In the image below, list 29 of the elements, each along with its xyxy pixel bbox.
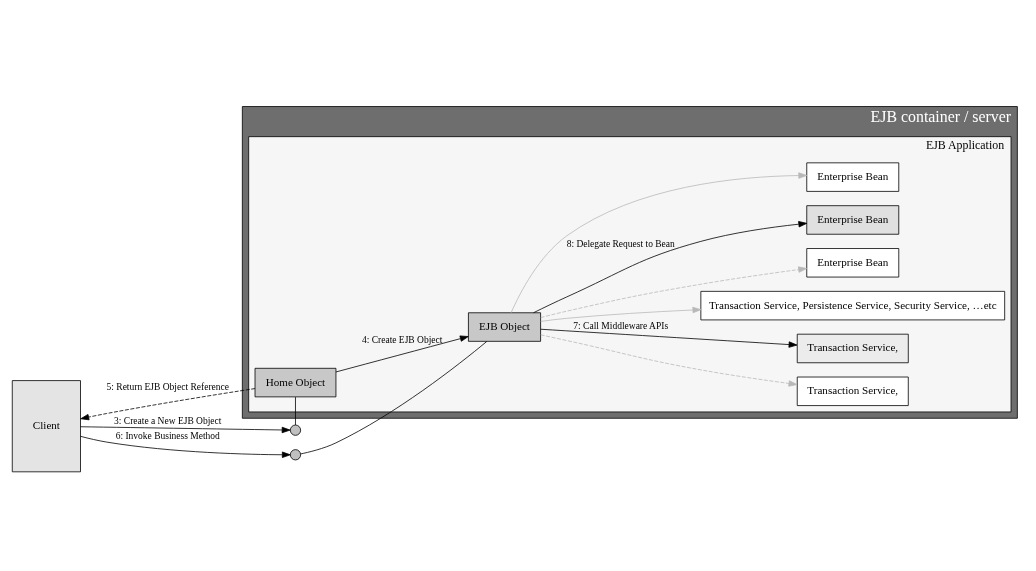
- node-box: Enterprise Bean: [806, 204, 900, 235]
- node-box: Home Object: [254, 367, 337, 397]
- arrow: [540, 328, 798, 348]
- arrow: [80, 387, 256, 420]
- connector: [295, 396, 296, 425]
- arrow: [540, 333, 798, 387]
- node-box: Transaction Service,: [796, 376, 909, 406]
- node-circle: [289, 424, 302, 436]
- arrow: [540, 265, 807, 318]
- edge-label: 5: Return EJB Object Reference: [106, 381, 229, 392]
- edge-label: 7: Call Middleware APIs: [573, 320, 669, 331]
- connector: [300, 340, 488, 454]
- arrow: [335, 335, 469, 372]
- edge-label: 3: Create a New EJB Object: [114, 415, 222, 426]
- arrow: [510, 171, 808, 313]
- arrow: [80, 425, 291, 433]
- node-box: EJB Object: [468, 311, 541, 342]
- arrow: [80, 435, 291, 458]
- node-box: Transaction Service, Persistence Service, Security Service, …etc: [700, 290, 1006, 320]
- arrow: [540, 306, 702, 322]
- node-box: Enterprise Bean: [806, 247, 900, 277]
- arrow: [533, 220, 808, 313]
- node-box: Client: [11, 379, 81, 472]
- edge-label: 6: Invoke Business Method: [115, 430, 220, 441]
- edge-label: 4: Create EJB Object: [361, 334, 443, 345]
- node-circle: [289, 448, 302, 460]
- node-box: Transaction Service,: [796, 333, 909, 363]
- node-box: Enterprise Bean: [806, 161, 900, 192]
- edge-label: 8: Delegate Request to Bean: [566, 238, 675, 249]
